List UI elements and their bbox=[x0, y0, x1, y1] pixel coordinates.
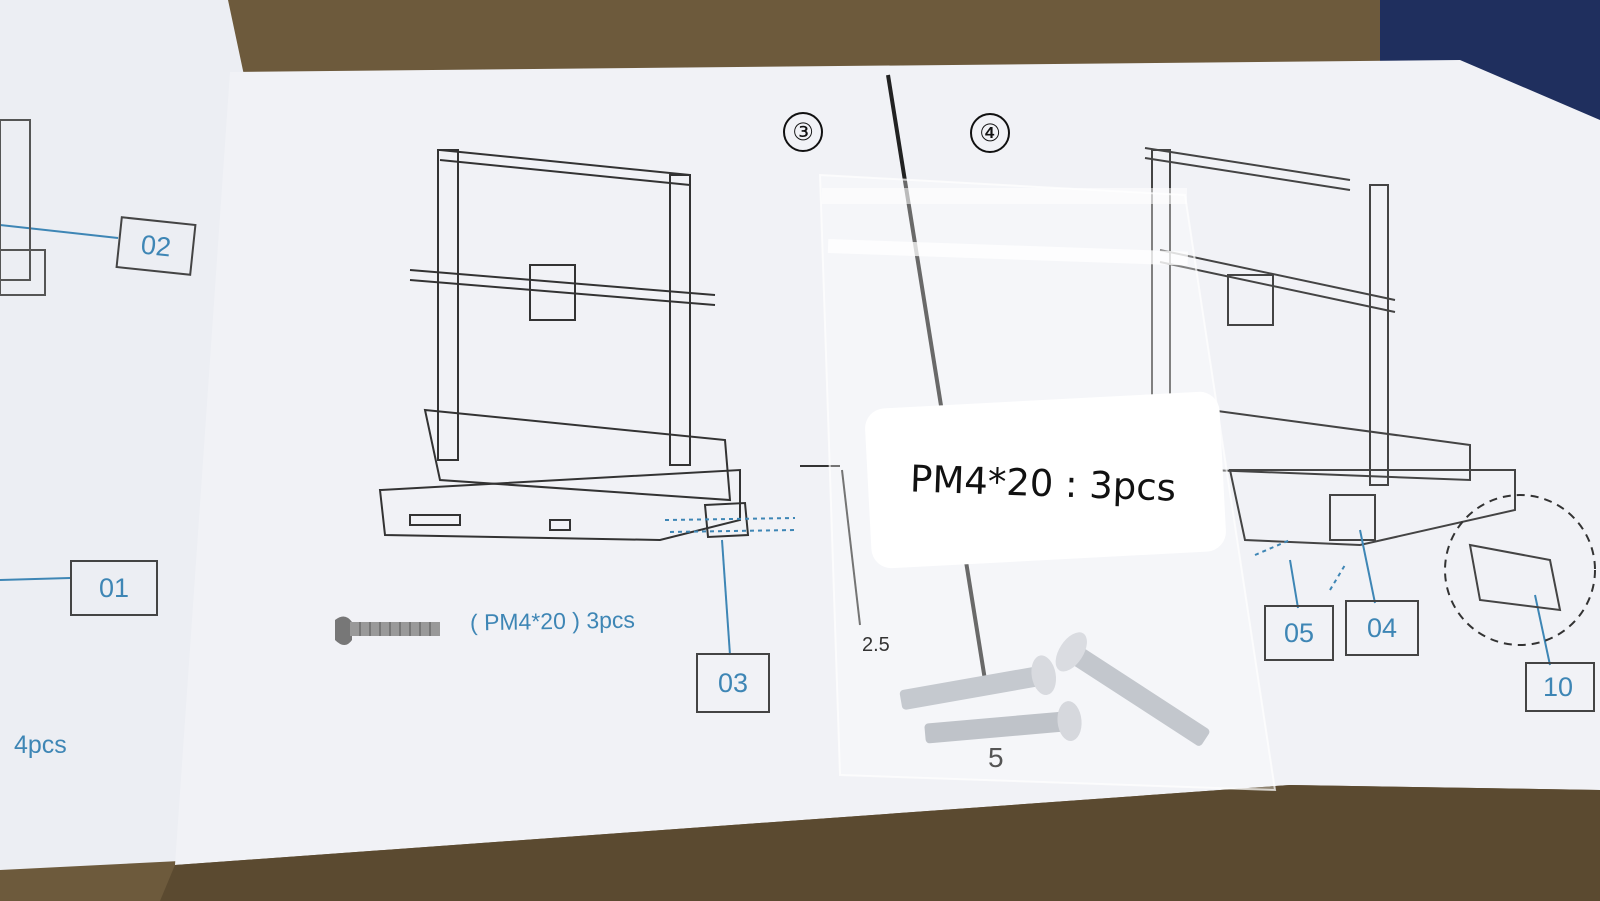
bag-label-sticker bbox=[865, 391, 1226, 569]
left-part-drawing bbox=[0, 119, 31, 281]
left-page bbox=[0, 0, 245, 870]
bag-zip-track bbox=[827, 239, 1189, 266]
callout-line-01 bbox=[0, 577, 71, 581]
page-shadow bbox=[160, 785, 1600, 901]
screw-caption: ( PM4*20 ) 3pcs bbox=[469, 606, 636, 636]
printer-frame-drawing-step3 bbox=[378, 149, 750, 542]
callout-box-01: 01 bbox=[70, 560, 158, 616]
callout-box-03: 03 bbox=[696, 653, 770, 713]
step-4-number: ④ bbox=[970, 113, 1010, 153]
hex-key-size: 2.5 bbox=[862, 634, 890, 656]
callout-line-04 bbox=[1359, 529, 1376, 604]
page-number: 5 bbox=[988, 742, 1004, 773]
step-3-number: ③ bbox=[783, 112, 823, 152]
callout-line-05 bbox=[1289, 559, 1299, 609]
callout-box-05: 05 bbox=[1264, 605, 1334, 661]
callout-line-03 bbox=[721, 539, 731, 656]
step-divider-line bbox=[886, 74, 987, 681]
callout-line-02 bbox=[0, 224, 119, 239]
hex-key-icon bbox=[800, 465, 861, 626]
cable-arrows-step3 bbox=[664, 517, 796, 533]
left-part-bracket bbox=[0, 249, 46, 296]
detail-magnifier-circle bbox=[1444, 494, 1596, 646]
callout-box-04: 04 bbox=[1345, 600, 1419, 656]
printer-frame-drawing-step4 bbox=[1144, 147, 1516, 547]
screw-icon bbox=[335, 616, 440, 645]
detail-part bbox=[1468, 543, 1562, 612]
screws-in-bag bbox=[899, 632, 1210, 746]
left-page-partial-text: 4pcs bbox=[14, 731, 67, 759]
cable-arrows-step4 bbox=[1254, 539, 1346, 591]
callout-box-10: 10 bbox=[1525, 662, 1595, 712]
callout-box-02: 02 bbox=[115, 216, 197, 276]
bag-zip-strip bbox=[822, 188, 1187, 204]
